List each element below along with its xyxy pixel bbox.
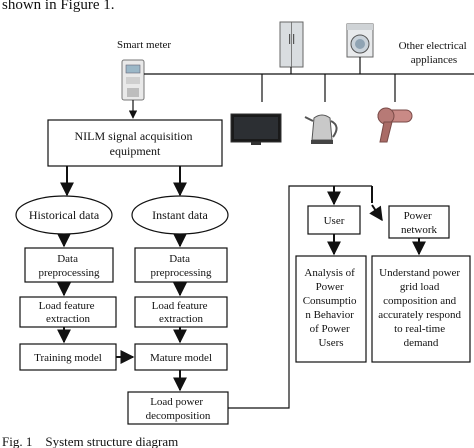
understand-label: Understand power grid load composition a… xyxy=(378,267,464,349)
power-network-label: Power network xyxy=(401,210,438,236)
smart-meter-label: Smart meter xyxy=(117,39,171,51)
header-fragment: shown in Figure 1. xyxy=(2,0,115,13)
smart-meter-icon xyxy=(121,59,145,101)
understand-box xyxy=(371,255,471,363)
analysis-box xyxy=(295,255,367,363)
instant-data-label: Instant data xyxy=(152,208,208,222)
mature-model-label: Mature model xyxy=(150,352,212,364)
training-model-label: Training model xyxy=(34,352,102,364)
training-model-box xyxy=(19,343,117,371)
preprocessing-left-box xyxy=(24,247,114,283)
feature-left-box xyxy=(19,296,117,328)
television-icon xyxy=(230,113,282,145)
nilm-acquisition-label: NILM signal acquisition equipment xyxy=(75,129,196,158)
power-network-box xyxy=(388,205,450,239)
feature-right-box xyxy=(134,296,228,328)
other-appliances-label: Other electrical appliances xyxy=(399,40,470,66)
preprocessing-right-box xyxy=(134,247,228,283)
washing-machine-icon xyxy=(346,23,374,58)
load-power-decomposition-label: Load power decomposition xyxy=(146,396,211,422)
preprocessing-left-label: Data preprocessing xyxy=(38,253,100,279)
refrigerator-icon xyxy=(279,21,304,68)
preprocessing-right-label: Data preprocessing xyxy=(150,253,212,279)
kettle-icon xyxy=(304,114,338,144)
load-power-decomposition-box xyxy=(127,391,229,425)
hair-dryer-icon xyxy=(377,107,413,143)
feature-left-label: Load feature extraction xyxy=(39,300,98,325)
user-label: User xyxy=(324,215,345,227)
feature-right-label: Load feature extraction xyxy=(152,300,211,325)
historical-data-label: Historical data xyxy=(29,208,100,222)
analysis-label: Analysis of Power Consumptio n Behavior … xyxy=(303,267,360,349)
user-box xyxy=(307,205,361,235)
mature-model-box xyxy=(134,343,228,371)
figure-caption: Fig. 1 System structure diagram xyxy=(2,434,178,448)
decomposition-connector xyxy=(228,185,372,409)
nilm-acquisition-box xyxy=(47,119,223,167)
